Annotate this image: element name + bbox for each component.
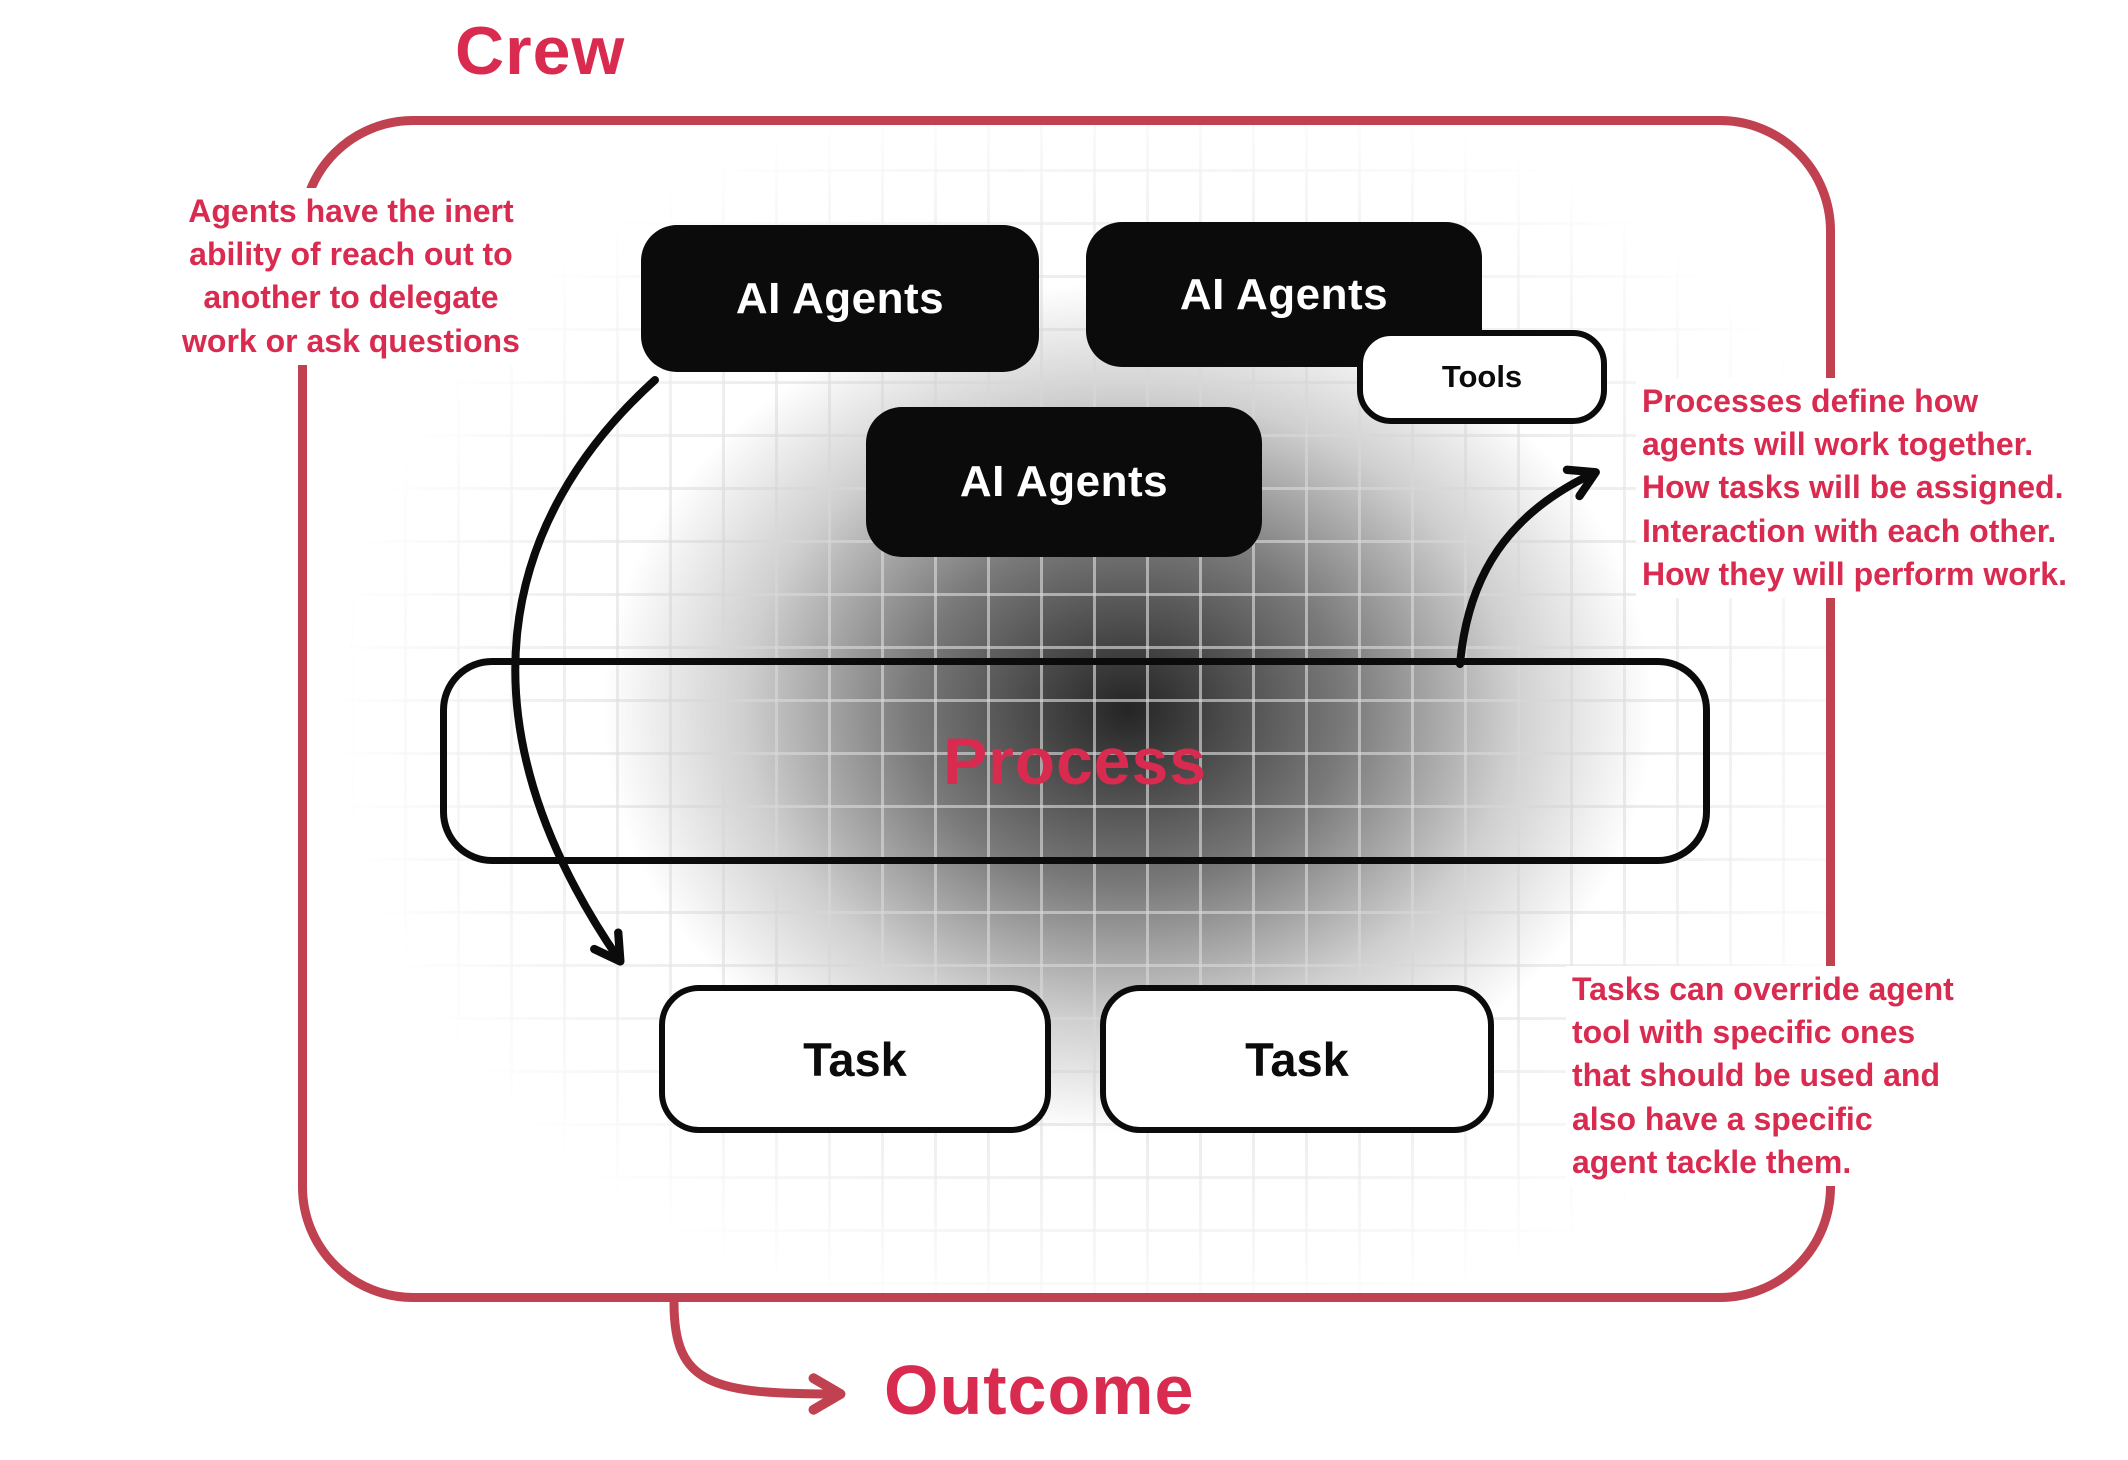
ai-agents-box-3: AI Agents xyxy=(866,407,1262,557)
process-label: Process xyxy=(943,724,1207,798)
ai-agents-label-2: AI Agents xyxy=(1179,269,1389,319)
crew-boundary xyxy=(298,116,1835,1302)
task-box-1: Task xyxy=(659,985,1051,1133)
crew-title: Crew xyxy=(455,13,626,89)
outcome-label: Outcome xyxy=(884,1351,1195,1429)
note-delegation: Agents have the inert ability of reach o… xyxy=(176,188,526,365)
grid-background xyxy=(298,116,1835,1302)
task-label-2: Task xyxy=(1245,1032,1349,1086)
tools-label: Tools xyxy=(1441,359,1523,394)
process-box: Process xyxy=(440,658,1710,864)
outcome-arrow xyxy=(669,1298,846,1415)
ai-agents-label-3: AI Agents xyxy=(959,457,1169,506)
note-processes: Processes define how agents will work to… xyxy=(1636,378,2073,598)
ai-agents-label-1: AI Agents xyxy=(735,273,945,323)
tools-box: Tools xyxy=(1357,330,1607,424)
ai-agents-box-1: AI Agents xyxy=(641,225,1039,372)
task-label-1: Task xyxy=(803,1032,907,1086)
task-box-2: Task xyxy=(1100,985,1494,1133)
note-tasks: Tasks can override agent tool with speci… xyxy=(1566,966,1960,1186)
